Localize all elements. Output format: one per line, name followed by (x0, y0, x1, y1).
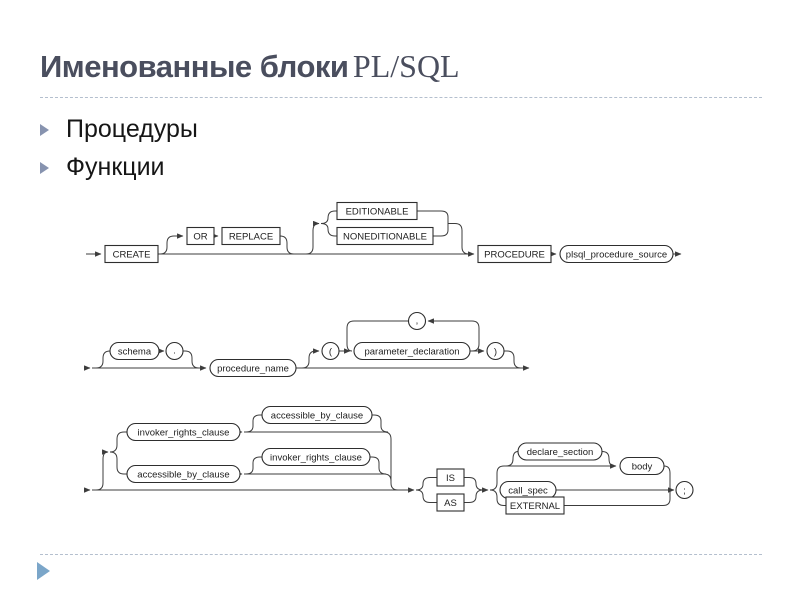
terminal-dot (165, 341, 184, 361)
nonterminal-schema-label: schema (118, 347, 152, 358)
diagram-row-create: CREATE OR REPLACE EDITIONABLE NONEDITION… (86, 201, 682, 264)
nonterminal-declare-section-label: declare_section (527, 447, 594, 458)
title-divider (40, 97, 762, 98)
nonterminal-body (619, 456, 665, 476)
page-title-accent: PL/SQL (352, 48, 460, 84)
keyword-is-label: IS (446, 473, 455, 484)
nonterminal-procedure-name (209, 358, 297, 378)
nonterminal-invoker-rights-clause-optional (261, 447, 371, 467)
nonterminal-body-label: body (632, 462, 653, 473)
footer-divider (40, 554, 762, 555)
page-title: Именованные блоки PL/SQL (40, 48, 460, 85)
nonterminal-accessible-by-clause (126, 464, 241, 484)
nonterminal-accessible-by-clause-optional-label: accessible_by_clause (271, 411, 363, 422)
keyword-create (104, 244, 159, 264)
keyword-procedure-label: PROCEDURE (484, 250, 545, 261)
list-item: Процедуры (40, 110, 198, 148)
keyword-procedure (477, 244, 552, 264)
nonterminal-accessible-by-clause-label: accessible_by_clause (137, 470, 229, 481)
terminal-semicolon-label: ; (683, 486, 686, 497)
bullet-label: Функции (66, 152, 165, 181)
keyword-as-label: AS (444, 498, 457, 509)
bullet-triangle-icon (40, 124, 49, 136)
syntax-diagram: CREATE OR REPLACE EDITIONABLE NONEDITION… (0, 190, 800, 535)
nonterminal-invoker-rights-clause-optional-label: invoker_rights_clause (270, 453, 362, 464)
nonterminal-parameter-declaration (353, 341, 471, 361)
keyword-create-label: CREATE (113, 250, 151, 261)
bullet-list: Процедуры Функции (40, 110, 198, 186)
keyword-or (186, 226, 215, 246)
nonterminal-plsql-procedure-source (559, 244, 674, 264)
terminal-semicolon (675, 480, 694, 500)
railroad-diagram-svg: CREATE OR REPLACE EDITIONABLE NONEDITION… (84, 201, 694, 515)
diagram-row-name: schema . procedure_name ( , parameter_de… (84, 311, 530, 378)
terminal-rparen (486, 341, 505, 361)
terminal-lparen (321, 341, 340, 361)
terminal-comma-label: , (416, 316, 419, 327)
keyword-is (436, 468, 465, 487)
terminal-lparen-label: ( (329, 347, 333, 358)
nonterminal-invoker-rights-clause (126, 422, 241, 442)
bullet-triangle-icon (40, 162, 49, 174)
nonterminal-accessible-by-clause-optional (261, 405, 373, 425)
list-item: Функции (40, 148, 198, 186)
keyword-editionable-label: EDITIONABLE (346, 207, 409, 218)
nonterminal-call-spec-label: call_spec (508, 486, 548, 497)
keyword-replace (221, 226, 281, 246)
nonterminal-plsql-procedure-source-label: plsql_procedure_source (566, 250, 667, 261)
nonterminal-procedure-name-label: procedure_name (217, 364, 289, 375)
nonterminal-declare-section (517, 442, 603, 461)
keyword-external-label: EXTERNAL (510, 501, 560, 512)
footer-next-arrow-icon (37, 562, 50, 580)
page-title-main: Именованные блоки (40, 49, 349, 84)
keyword-editionable (336, 201, 418, 221)
terminal-dot-label: . (173, 346, 176, 357)
keyword-external (505, 496, 565, 515)
terminal-comma (407, 311, 427, 331)
nonterminal-parameter-declaration-label: parameter_declaration (364, 347, 459, 358)
keyword-noneditionable (336, 226, 434, 246)
keyword-replace-label: REPLACE (229, 232, 273, 243)
nonterminal-schema (109, 341, 160, 361)
diagram-row-body: invoker_rights_clause accessible_by_clau… (84, 405, 694, 515)
keyword-noneditionable-label: NONEDITIONABLE (343, 232, 427, 243)
keyword-as (436, 493, 465, 512)
nonterminal-invoker-rights-clause-label: invoker_rights_clause (138, 428, 230, 439)
bullet-label: Процедуры (66, 114, 198, 143)
terminal-rparen-label: ) (494, 347, 497, 358)
keyword-or-label: OR (193, 232, 207, 243)
